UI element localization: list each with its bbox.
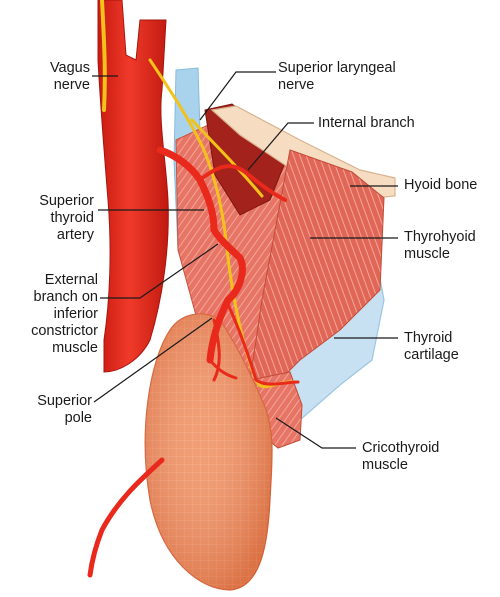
label-external-branch-line4: constrictor xyxy=(31,323,98,339)
label-superior-thyroid-artery: Superior thyroid artery xyxy=(6,193,94,244)
label-superior-pole-line2: pole xyxy=(64,410,92,426)
superior-thyroid-artery-shape xyxy=(156,146,246,364)
label-thyrohyoid-muscle-line2: muscle xyxy=(404,246,450,262)
label-cricothyroid-muscle-line2: muscle xyxy=(362,457,408,473)
leader-external-branch xyxy=(100,243,219,299)
label-thyrohyoid-muscle: Thyrohyoid muscle xyxy=(404,229,476,263)
label-internal-branch: Internal branch xyxy=(318,115,415,132)
label-superior-thyroid-artery-line1: Superior xyxy=(39,193,94,209)
label-superior-thyroid-artery-line2: thyroid xyxy=(50,210,94,226)
carotid-artery-shape xyxy=(97,0,169,373)
leader-internal-branch xyxy=(247,122,314,171)
label-external-branch: External branch on inferior constrictor … xyxy=(6,272,98,357)
label-thyroid-cartilage: Thyroid cartilage xyxy=(404,330,459,364)
leader-lines xyxy=(92,71,398,449)
vagus-nerve-shape xyxy=(100,0,107,112)
leader-superior-laryngeal xyxy=(199,71,276,121)
label-thyroid-cartilage-line2: cartilage xyxy=(404,347,459,363)
label-thyrohyoid-muscle-line1: Thyrohyoid xyxy=(404,229,476,245)
label-cricothyroid-muscle-line1: Cricothyroid xyxy=(362,440,440,456)
label-superior-pole: Superior pole xyxy=(10,393,92,427)
label-external-branch-line5: muscle xyxy=(52,340,98,356)
label-superior-laryngeal-nerve-line2: nerve xyxy=(278,77,315,93)
label-superior-pole-line1: Superior xyxy=(37,393,92,409)
label-superior-laryngeal-nerve-line1: Superior laryngeal xyxy=(278,60,396,76)
label-external-branch-line2: branch on xyxy=(33,289,99,305)
inferior-vessel-shape xyxy=(87,457,165,578)
label-vagus-nerve: Vagus nerve xyxy=(30,60,90,94)
label-internal-branch-line1: Internal branch xyxy=(318,115,415,131)
leader-cricothyroid xyxy=(275,417,356,449)
label-hyoid-bone: Hyoid bone xyxy=(404,177,477,194)
thyrohyoid-muscle-shape xyxy=(249,149,385,391)
leader-superior-pole xyxy=(93,317,213,403)
label-superior-laryngeal-nerve: Superior laryngeal nerve xyxy=(278,60,396,94)
label-thyroid-cartilage-line1: Thyroid xyxy=(404,330,453,346)
label-external-branch-line1: External xyxy=(44,272,98,288)
label-external-branch-line3: inferior xyxy=(53,306,98,322)
label-hyoid-bone-line1: Hyoid bone xyxy=(404,177,478,193)
label-vagus-nerve-line1: Vagus xyxy=(49,60,90,76)
deep-muscle-shape xyxy=(204,103,291,216)
label-vagus-nerve-line2: nerve xyxy=(53,77,90,93)
label-cricothyroid-muscle: Cricothyroid muscle xyxy=(362,440,439,474)
label-superior-thyroid-artery-line3: artery xyxy=(56,227,94,243)
